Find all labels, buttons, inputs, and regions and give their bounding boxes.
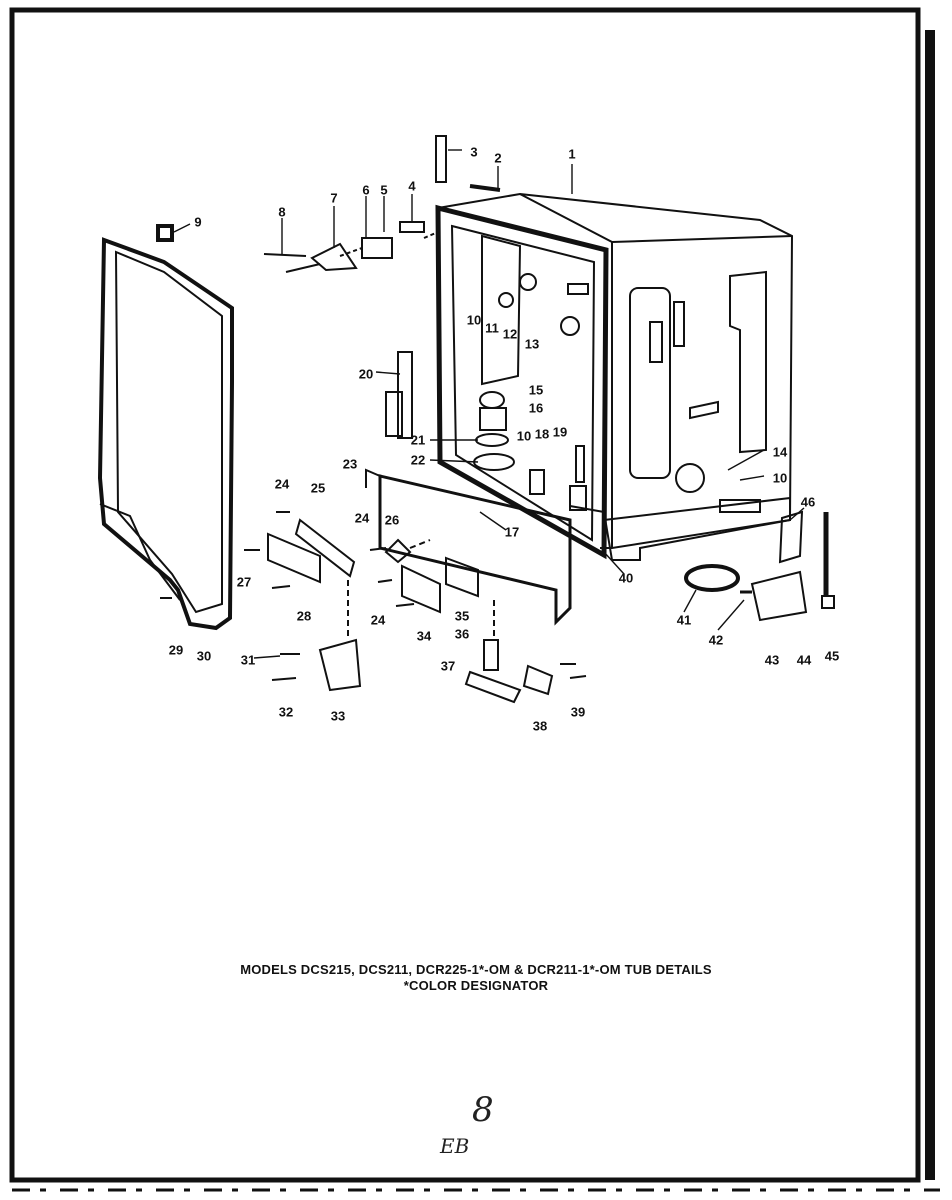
callout-45: 45 [824,648,840,664]
callout-22: 22 [410,452,426,468]
callout-2: 2 [494,150,502,166]
tub-assembly [365,192,794,626]
callout-13: 13 [524,336,540,352]
callout-16: 16 [528,400,544,416]
callout-3: 3 [470,144,478,160]
callout-43: 43 [764,652,780,668]
callout-15: 15 [528,382,544,398]
callout-24-a: 24 [274,476,290,492]
handwritten-code: EB [440,1134,470,1158]
callout-29: 29 [168,642,184,658]
callout-6: 6 [362,182,370,198]
callout-20: 20 [358,366,374,382]
callout-11: 11 [485,320,499,336]
caption-title: MODELS DCS215, DCS211, DCR225-1*-OM & DC… [240,962,712,977]
handwritten-page-number: 8 [472,1090,494,1130]
callout-10-a: 10 [466,312,482,328]
callout-7: 7 [330,190,338,206]
callout-21: 21 [410,432,426,448]
page-border [9,7,921,1183]
callout-9: 9 [194,214,202,230]
callout-35: 35 [454,608,470,624]
callout-23: 23 [342,456,358,472]
callout-24-c: 24 [370,612,386,628]
callout-14: 14 [772,444,788,460]
hinge-parts [160,135,835,704]
callout-10-c: 10 [516,428,532,444]
callout-28: 28 [296,608,312,624]
callout-34: 34 [416,628,432,644]
callout-32: 32 [278,704,294,720]
callout-31: 31 [240,652,256,668]
callout-5: 5 [380,182,388,198]
callout-10-b: 10 [772,470,788,486]
callout-42: 42 [708,632,724,648]
caption-note: *COLOR DESIGNATOR [403,978,549,993]
callout-30: 30 [196,648,212,664]
diagram-caption: MODELS DCS215, DCS211, DCR225-1*-OM & DC… [0,962,952,994]
callout-18: 18 [534,426,550,442]
callout-44: 44 [796,652,812,668]
callout-41: 41 [676,612,692,628]
callout-1: 1 [568,146,576,162]
callout-46: 46 [800,494,816,510]
callout-40: 40 [618,570,634,586]
callout-12: 12 [502,326,518,342]
callout-4: 4 [408,178,416,194]
callout-33: 33 [330,708,346,724]
callout-17: 17 [504,524,520,540]
callout-8: 8 [278,204,286,220]
callout-39: 39 [570,704,586,720]
callout-19: 19 [552,424,568,440]
callout-26: 26 [384,512,400,528]
callout-25: 25 [310,480,326,496]
door-gasket [97,224,234,631]
callout-36: 36 [454,626,470,642]
callout-38: 38 [532,718,548,734]
leader-lines [173,149,805,659]
callout-27: 27 [236,574,252,590]
callout-37: 37 [440,658,456,674]
callout-24-b: 24 [354,510,370,526]
